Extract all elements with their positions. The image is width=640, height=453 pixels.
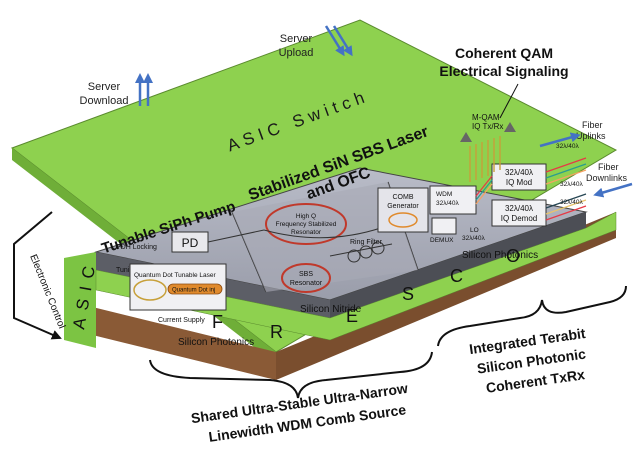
silicon-nitride-label: Silicon Nitride xyxy=(300,304,362,315)
mqam-pins xyxy=(469,136,501,182)
fiber-downlinks-line-2: Downlinks xyxy=(586,173,628,183)
downlink-arrow xyxy=(593,182,633,198)
wg-in-dark xyxy=(545,193,587,209)
colored-waveguides xyxy=(475,157,587,221)
server-upload: Server Upload xyxy=(279,25,353,59)
fresco-letter-4: S xyxy=(402,284,414,304)
pin-arrow-up-left xyxy=(460,132,472,142)
control-line xyxy=(13,211,62,340)
chip-right xyxy=(330,212,586,318)
board-base-front xyxy=(64,300,276,380)
demux-box xyxy=(431,217,457,235)
wg-out-teal xyxy=(545,163,587,179)
wg-out-red xyxy=(545,157,587,173)
sbs-line-1: SBS xyxy=(299,271,313,278)
fresco-letter-1: F xyxy=(212,312,223,332)
wdm-line-2: 32λ/40λ xyxy=(436,200,460,207)
coherent-qam-line-2: Electrical Signaling xyxy=(439,63,568,79)
mqam-line-1: M-QAM xyxy=(472,113,500,122)
fresco-letters: F R E S C O xyxy=(212,246,520,342)
iq-demod-line-2: IQ Demod xyxy=(501,214,537,223)
qd-tunable-laser-label: Quantum Dot Tunable Laser xyxy=(134,272,216,279)
electronic-control: Electronic Control xyxy=(13,211,67,340)
fiber-downlinks-line-1: Fiber xyxy=(598,162,619,172)
left-siph-section: PD PDH Locking Tuning Quantum Dot Tunabl… xyxy=(116,229,265,348)
ring-filter-label: Ring Filter xyxy=(350,239,383,246)
qd-tunable-laser-ring xyxy=(133,279,167,301)
sbs-line-2: Resonator xyxy=(290,280,323,287)
wg-orange xyxy=(475,183,493,205)
wg-in-red xyxy=(545,205,587,221)
bottom-brackets xyxy=(149,285,627,399)
wg-teal xyxy=(475,179,493,201)
ch-top-label: 32λ/40λ xyxy=(556,143,580,150)
fiber-uplinks: Fiber Uplinks xyxy=(539,120,606,148)
bracket-right xyxy=(437,285,627,347)
pd-label: PD xyxy=(182,236,199,250)
fresco-letter-2: R xyxy=(270,322,283,342)
silicon-photonics-left-label: Silicon Photonics xyxy=(178,337,254,348)
ring-filter-1 xyxy=(347,249,361,263)
fiber-downlinks: Fiber Downlinks xyxy=(586,162,633,198)
server-upload-line-1: Server xyxy=(280,33,313,45)
comb-line-1: COMB xyxy=(393,194,414,201)
fiber-uplinks-line-2: Uplinks xyxy=(576,131,606,141)
fresco-letter-6: O xyxy=(506,246,520,266)
right-siph-section: WDM 32λ/40λ DEMUX LO 32λ/40λ 32λ/40λ IQ … xyxy=(429,122,587,261)
iq-mod-line-2: IQ Mod xyxy=(506,178,532,187)
comb-box xyxy=(377,187,429,233)
high-q-resonator-ring xyxy=(265,203,347,245)
fresco-letter-3: E xyxy=(346,306,358,326)
wdm-line-1: WDM xyxy=(436,191,452,198)
server-download: Server Download xyxy=(80,73,153,107)
tuning-label: Tuning xyxy=(116,267,137,274)
asic-front-strip xyxy=(64,252,96,348)
ch-mid-label: 32λ/40λ xyxy=(560,181,584,188)
iq-demod-line-1: 32λ/40λ xyxy=(505,204,533,213)
waveguide-left xyxy=(207,229,265,243)
iq-mod-line-1: 32λ/40λ xyxy=(505,168,533,177)
current-supply-label: Current Supply xyxy=(158,317,205,324)
mqam-line-2: IQ Tx/Rx xyxy=(472,122,503,131)
ch-bot-label: 32λ/40λ xyxy=(560,199,584,206)
comb-line-2: Generator xyxy=(387,203,419,210)
high-q-line-1: High Q xyxy=(296,213,316,220)
lo-line-2: 32λ/40λ xyxy=(462,235,486,242)
server-upload-line-2: Upload xyxy=(279,47,314,59)
ring-filter-2 xyxy=(359,245,373,259)
high-q-line-3: Resonator xyxy=(291,229,322,236)
coherent-qam-line-1: Coherent QAM xyxy=(455,45,553,61)
wg-in-yellow xyxy=(545,199,587,215)
lo-line-1: LO xyxy=(470,227,479,234)
qd-inj-bar xyxy=(167,283,223,295)
silicon-photonics-right-label: Silicon Photonics xyxy=(462,250,538,261)
high-q-line-2: Frequency Stabilized xyxy=(276,221,337,228)
bracket-left xyxy=(149,351,433,399)
iq-mod-box xyxy=(491,163,547,191)
wg-red xyxy=(475,175,493,197)
upload-arrow-1 xyxy=(324,25,345,57)
fresco-letter-5: C xyxy=(450,266,463,286)
server-download-line-2: Download xyxy=(80,95,129,107)
electronic-control-label: Electronic Control xyxy=(27,253,67,330)
sbs-resonator-ring xyxy=(281,263,331,293)
iq-demod-box xyxy=(491,199,547,227)
comb-ring xyxy=(388,212,418,228)
pin-arrow-up-right xyxy=(504,122,516,132)
qd-inj-label: Quantum Dot inj xyxy=(172,288,215,294)
demux-label: DEMUX xyxy=(430,237,454,244)
upload-arrow-2 xyxy=(332,25,353,57)
qam-pointer xyxy=(499,83,519,119)
uplink-arrow xyxy=(539,132,581,148)
comb-generator: COMB Generator xyxy=(377,187,429,233)
middle-sin-section: High Q Frequency Stabilized Resonator SB… xyxy=(263,203,393,315)
wg-out-orange xyxy=(545,169,587,185)
fiber-uplinks-line-1: Fiber xyxy=(582,120,603,130)
pdh-locking-label: PDH Locking xyxy=(116,244,157,251)
server-download-line-1: Server xyxy=(88,81,121,93)
